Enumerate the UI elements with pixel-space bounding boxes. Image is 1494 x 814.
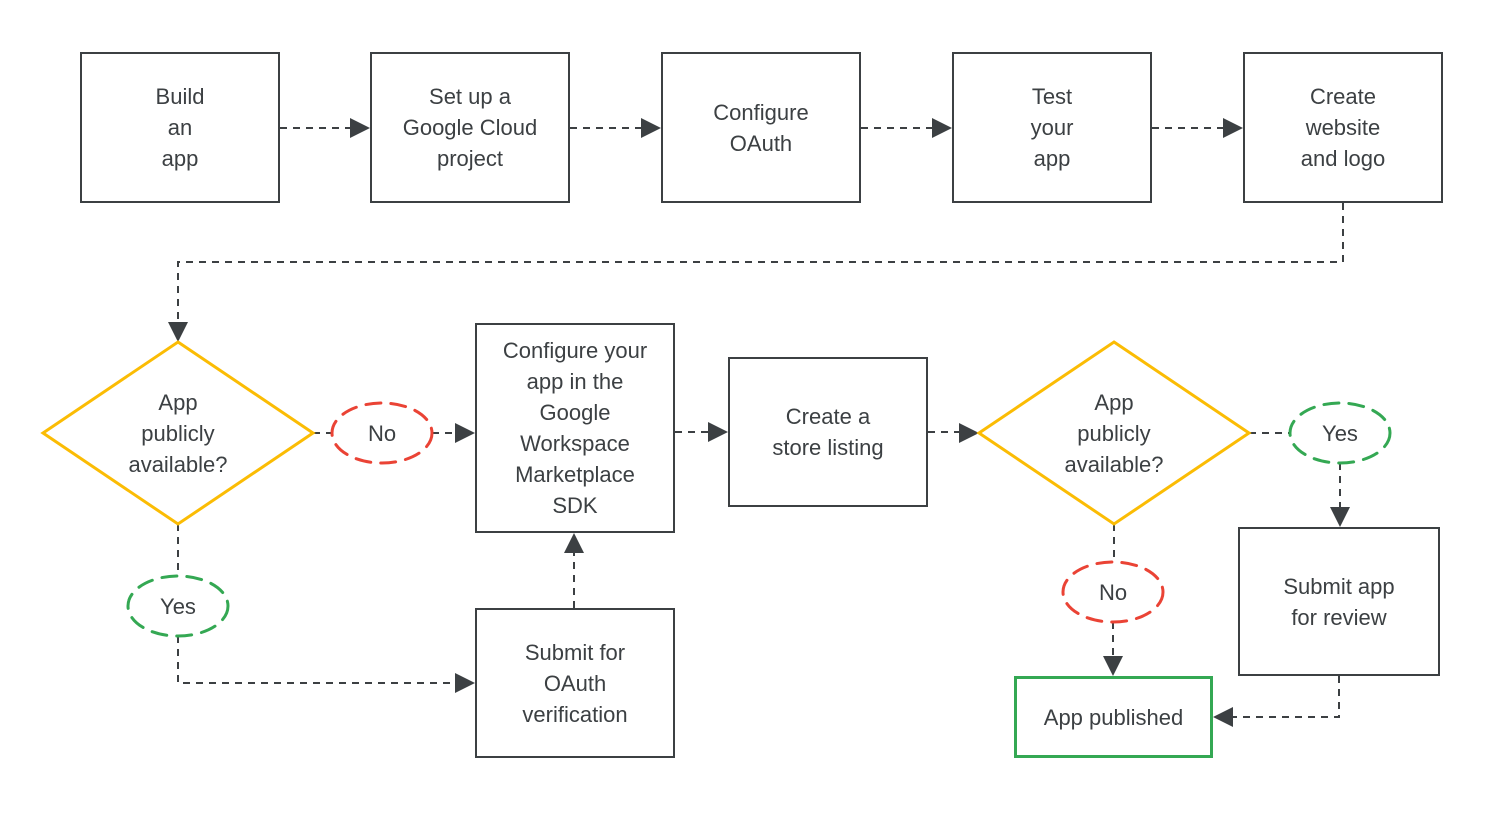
decision1-label: App publicly available? xyxy=(128,389,228,477)
arrowhead-right-icon xyxy=(708,422,728,442)
arrowhead-down-icon xyxy=(168,322,188,342)
arrowhead-up-icon xyxy=(564,533,584,553)
arrowhead-left-icon xyxy=(1213,707,1233,727)
decision2-label: App publicly available? xyxy=(1064,389,1164,477)
edge-yes1-to-oauth-verification xyxy=(177,636,475,693)
node-configure-oauth: Configure OAuth xyxy=(661,52,861,203)
yes2-label: Yes xyxy=(1322,420,1358,446)
node-create-website-and-logo: Create website and logo xyxy=(1243,52,1443,203)
edge-no1-to-sdk xyxy=(432,423,475,443)
no1-label: No xyxy=(367,420,397,446)
node-submit-oauth-verification: Submit for OAuth verification xyxy=(475,608,675,758)
yes2-pill-shape xyxy=(1288,401,1392,465)
node-test-your-app: Test your app xyxy=(952,52,1152,203)
edge-yes2-to-review xyxy=(1330,463,1350,527)
arrowhead-right-icon xyxy=(932,118,952,138)
edge-review-to-published xyxy=(1213,676,1340,727)
arrowhead-right-icon xyxy=(1223,118,1243,138)
edge-website-to-decision1 xyxy=(168,203,1344,342)
arrowhead-right-icon xyxy=(350,118,370,138)
edge-oauth-to-test xyxy=(861,118,952,138)
arrowhead-right-icon xyxy=(959,423,979,443)
edge-sdk-to-store xyxy=(675,422,728,442)
edge-no2-to-published xyxy=(1103,622,1123,676)
node-submit-app-for-review: Submit app for review xyxy=(1238,527,1440,676)
yes1-pill-shape xyxy=(126,574,230,638)
arrowhead-right-icon xyxy=(641,118,661,138)
edge-store-to-decision2 xyxy=(928,423,979,443)
no1-pill-shape xyxy=(330,401,434,465)
arrowhead-right-icon xyxy=(455,673,475,693)
node-build-app: Build an app xyxy=(80,52,280,203)
arrowhead-down-icon xyxy=(1330,507,1350,527)
edge-setup-to-oauth xyxy=(570,118,661,138)
decision2-diamond-shape xyxy=(976,340,1252,526)
arrowhead-right-icon xyxy=(455,423,475,443)
node-app-published: App published xyxy=(1014,676,1213,758)
node-configure-marketplace-sdk: Configure your app in the Google Workspa… xyxy=(475,323,675,533)
no2-label: No xyxy=(1098,579,1128,605)
no2-pill-shape xyxy=(1061,560,1165,624)
node-create-store-listing: Create a store listing xyxy=(728,357,928,507)
node-setup-google-cloud-project: Set up a Google Cloud project xyxy=(370,52,570,203)
arrowhead-down-icon xyxy=(1103,656,1123,676)
edge-build-to-setup xyxy=(280,118,370,138)
decision1-diamond-shape xyxy=(40,340,316,526)
yes1-label: Yes xyxy=(160,593,196,619)
edge-oauth-verification-to-sdk xyxy=(564,533,584,608)
edge-test-to-website xyxy=(1152,118,1243,138)
